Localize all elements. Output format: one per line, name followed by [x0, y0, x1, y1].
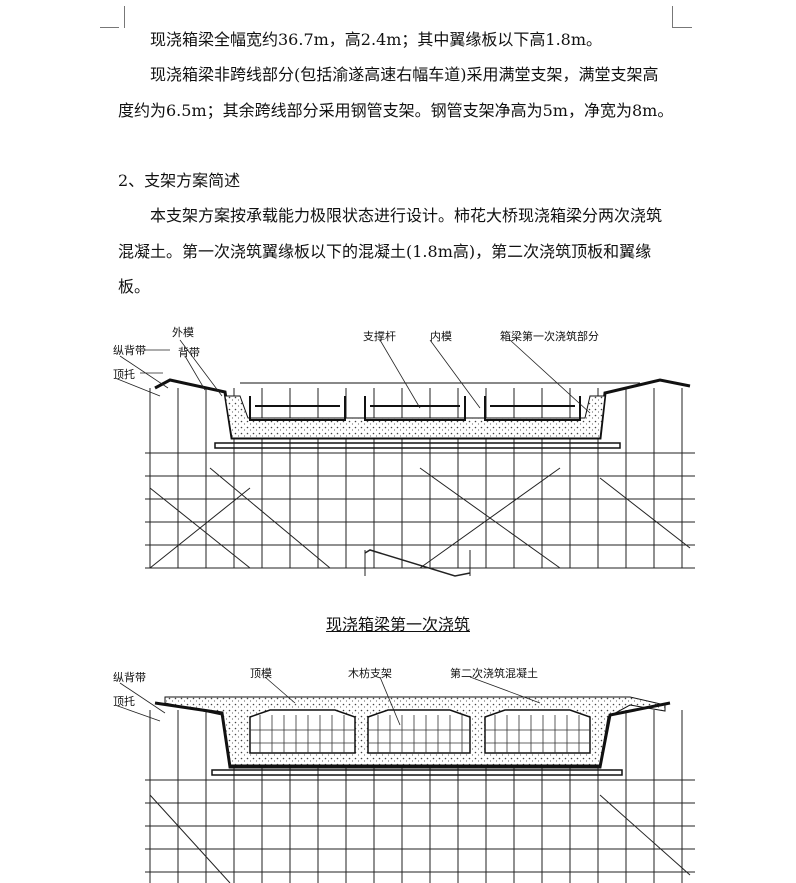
section-heading: 2、支架方案简述 [118, 171, 241, 190]
label-inner-mold: 内模 [430, 329, 452, 343]
paragraph-support-types: 现浇箱梁非跨线部分(包括渝遂高速右幅车道)采用满堂支架，满堂支架高度约为6.5m… [118, 65, 674, 120]
scaffold-grid-2 [145, 710, 695, 883]
label-long-back-band-2: 纵背带 [113, 670, 146, 684]
box-girder-section-2 [154, 696, 671, 776]
label-wood-support: 木枋支架 [348, 666, 392, 680]
label-first-pour: 箱梁第一次浇筑部分 [500, 329, 599, 343]
label-top-support-2: 顶托 [113, 694, 135, 708]
label-long-back-band: 纵背带 [113, 343, 146, 357]
figure-second-pour: 顶模 木枋支架 第二次浇筑混凝土 纵背带 顶托 [113, 666, 695, 883]
label-second-pour: 第二次浇筑混凝土 [450, 666, 538, 680]
figure-first-pour: 外模 背带 纵背带 顶托 支撑杆 内模 箱梁第一次浇筑部分 [113, 326, 695, 577]
label-outer-mold: 外模 [172, 326, 194, 339]
label-top-mold: 顶模 [250, 667, 272, 680]
margin-mark-top-right-h [673, 27, 692, 29]
box-girder-section-1 [154, 378, 691, 449]
margin-mark-top-left-h [100, 27, 119, 29]
paragraph-dimensions: 现浇箱梁全幅宽约36.7m，高2.4m；其中翼缘板以下高1.8m。 [150, 30, 603, 49]
label-brace-rod: 支撑杆 [363, 329, 396, 343]
label-back-band: 背带 [178, 345, 200, 359]
label-top-support: 顶托 [113, 367, 135, 381]
margin-mark-top-right [672, 6, 679, 28]
margin-mark-top-left [118, 6, 125, 28]
paragraph-scheme: 本支架方案按承载能力极限状态进行设计。柿花大桥现浇箱梁分两次浇筑混凝土。第一次浇… [118, 206, 663, 296]
figure-caption: 现浇箱梁第一次浇筑 [325, 615, 470, 634]
